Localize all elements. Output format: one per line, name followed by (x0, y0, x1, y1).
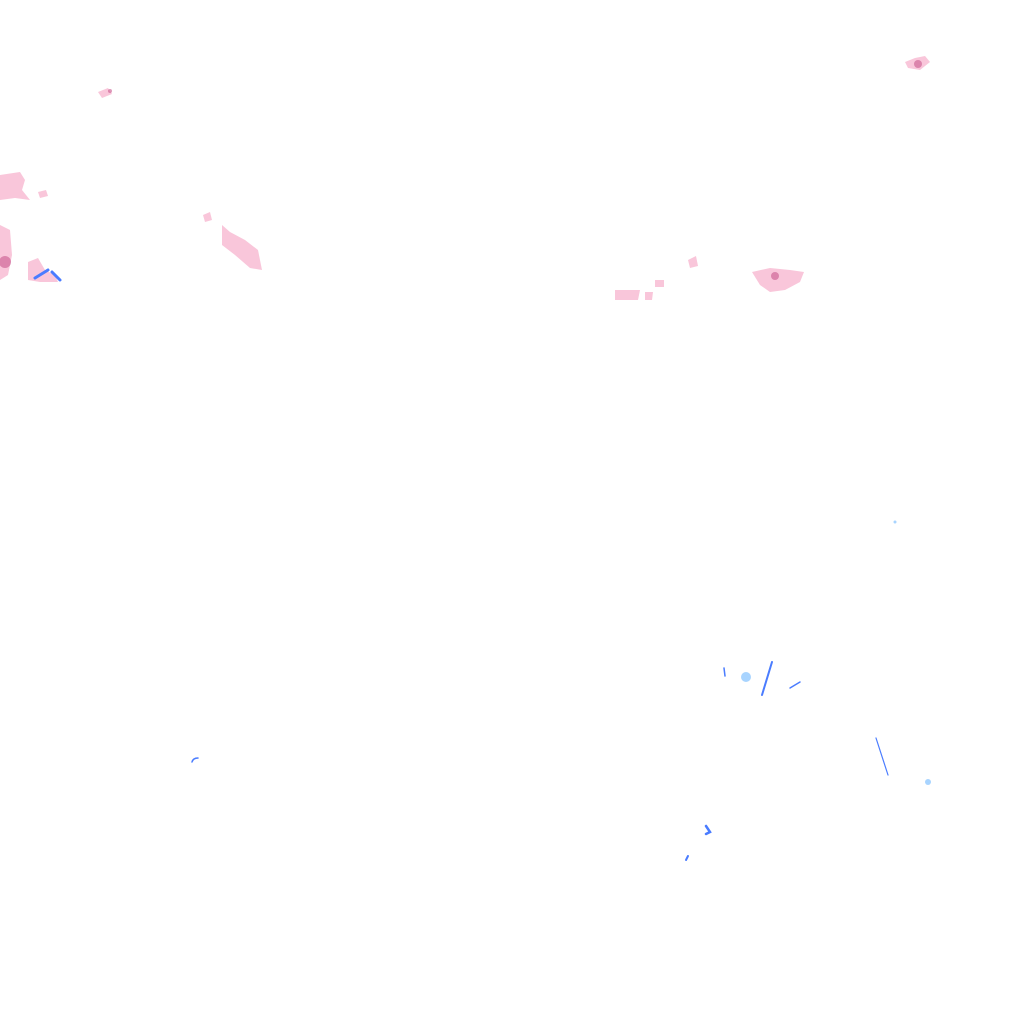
core (914, 60, 922, 68)
streak (875, 737, 889, 776)
echo-ne-2 (615, 290, 640, 300)
streak (685, 855, 689, 861)
streak (704, 824, 712, 836)
echo-ne-6 (655, 280, 664, 287)
rain-light (741, 520, 931, 785)
rain-echoes (33, 268, 889, 861)
core (108, 89, 112, 93)
streak (723, 667, 726, 677)
echo-ne-3 (645, 292, 653, 300)
echo-nw-4 (222, 225, 262, 270)
streak (761, 661, 773, 696)
speck (925, 779, 931, 785)
echo-nw-6 (203, 212, 212, 222)
core (0, 256, 11, 268)
streak (191, 757, 199, 763)
echo-ne-5 (752, 268, 804, 292)
streak (50, 270, 62, 282)
core (771, 272, 779, 280)
echo-nw-7 (38, 190, 48, 198)
speck (893, 520, 897, 524)
speck (741, 672, 751, 682)
snow-cores (0, 60, 922, 280)
streak (33, 268, 50, 280)
streak (789, 681, 801, 689)
echo-nw-1 (0, 172, 30, 200)
echo-ne-4 (688, 256, 698, 268)
